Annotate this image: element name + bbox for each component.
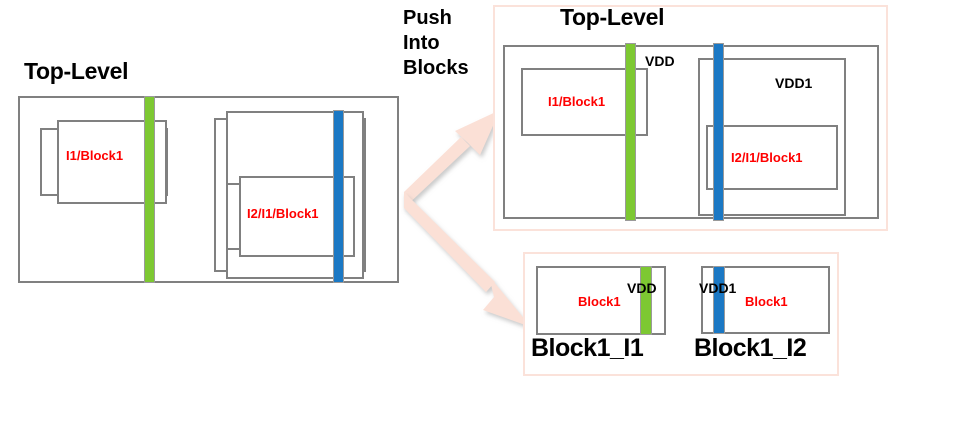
block1-i1-name: Block1_I1: [531, 334, 644, 362]
block1-i1-vdd-rail: [640, 266, 652, 335]
arrow-to-top-level: [404, 110, 500, 208]
block1-i2-instance-label: Block1: [745, 294, 788, 309]
block1-i2-vdd1-rail: [713, 266, 725, 334]
right-vdd1-rail: [713, 43, 724, 221]
left-instance-label-i2-i1-block1: I2/I1/Block1: [247, 206, 319, 221]
block1-i2-name: Block1_I2: [694, 334, 807, 362]
block1-i1-instance-label: Block1: [578, 294, 621, 309]
transition-label-line3: Blocks: [403, 57, 469, 79]
right-instance-label-i1-block1: I1/Block1: [548, 94, 606, 109]
left-panel-title: Top-Level: [24, 58, 129, 84]
right-vdd-rail: [625, 43, 636, 221]
right-instance-label-i2-i1-block1: I2/I1/Block1: [731, 150, 803, 165]
left-instance-label-i1-block1: I1/Block1: [66, 148, 124, 163]
right-i2-i1-block1-box: [706, 125, 838, 190]
block1-i2-net-label-vdd1: VDD1: [699, 280, 737, 296]
right-panel-title: Top-Level: [560, 4, 665, 30]
right-net-label-vdd1: VDD1: [775, 75, 813, 91]
transition-label-line2: Into: [403, 32, 440, 54]
left-vdd-rail: [144, 96, 155, 283]
block1-i1-net-label-vdd: VDD: [627, 280, 657, 296]
transition-label-line1: Push: [403, 7, 452, 29]
left-vdd1-rail: [333, 110, 344, 283]
right-net-label-vdd: VDD: [645, 53, 675, 69]
